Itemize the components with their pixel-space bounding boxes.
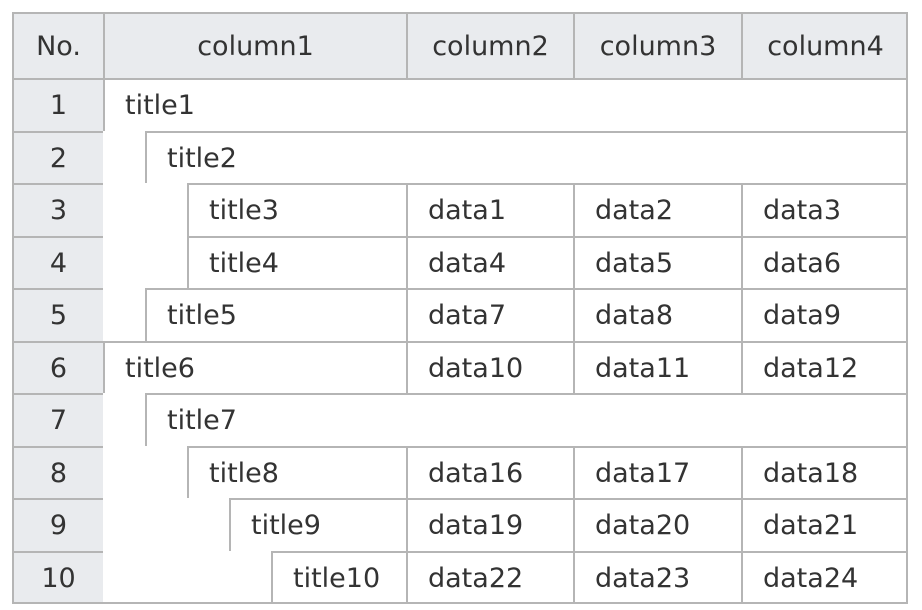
row-title-level4: title9	[229, 498, 406, 551]
row-number: 3	[12, 183, 103, 236]
table-cell: data18	[741, 446, 908, 498]
table-cell: data9	[741, 288, 908, 341]
row-title-level2: title5	[145, 288, 406, 341]
header-column2: column2	[406, 12, 573, 78]
table-cell: data17	[573, 446, 741, 498]
row-number: 1	[12, 78, 103, 131]
row-number: 9	[12, 498, 103, 551]
row-number: 6	[12, 341, 103, 393]
table-cell: data2	[573, 183, 741, 236]
row-title-level3: title8	[187, 446, 406, 498]
table-cell: data10	[406, 341, 573, 393]
row-title-level5: title10	[271, 551, 406, 604]
table-cell: data7	[406, 288, 573, 341]
row-number: 8	[12, 446, 103, 498]
row-number: 5	[12, 288, 103, 341]
table-cell: data21	[741, 498, 908, 551]
table-cell: data23	[573, 551, 741, 604]
table-cell: data22	[406, 551, 573, 604]
table-cell: data8	[573, 288, 741, 341]
table-cell: data5	[573, 236, 741, 288]
table-cell: data24	[741, 551, 908, 604]
table-cell: data20	[573, 498, 741, 551]
row-number: 7	[12, 393, 103, 446]
row-title-level2: title2	[145, 131, 908, 183]
row-number: 4	[12, 236, 103, 288]
table-border-bottom	[12, 602, 908, 604]
row-title-level1: title6	[103, 341, 406, 393]
row-title-level1: title1	[103, 78, 908, 131]
table-cell: data12	[741, 341, 908, 393]
header-no: No.	[12, 12, 103, 78]
row-number: 2	[12, 131, 103, 183]
row-title-level3: title3	[187, 183, 406, 236]
hierarchical-data-table: No. column1 column2 column3 column4 1 2 …	[12, 12, 908, 604]
header-column1: column1	[103, 12, 406, 78]
table-cell: data16	[406, 446, 573, 498]
table-cell: data3	[741, 183, 908, 236]
table-cell: data6	[741, 236, 908, 288]
table-cell: data11	[573, 341, 741, 393]
row-title-level3: title4	[187, 236, 406, 288]
row-number: 10	[12, 551, 103, 604]
table-cell: data4	[406, 236, 573, 288]
header-column3: column3	[573, 12, 741, 78]
table-cell: data19	[406, 498, 573, 551]
table-border-right	[906, 12, 908, 604]
table-cell: data1	[406, 183, 573, 236]
row-title-level2: title7	[145, 393, 908, 446]
header-column4: column4	[741, 12, 908, 78]
